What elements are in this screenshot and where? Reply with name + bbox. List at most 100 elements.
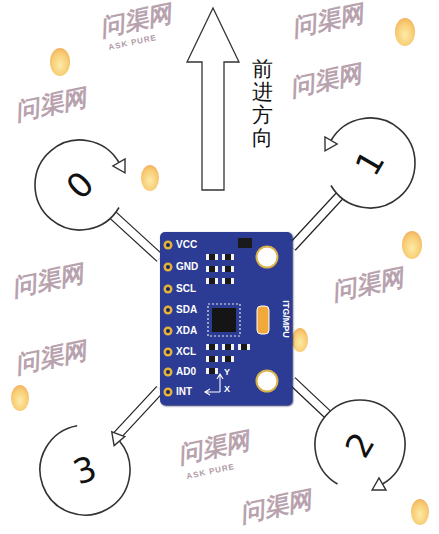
smd-body xyxy=(209,266,215,272)
pin-pad xyxy=(164,306,173,315)
smd-part xyxy=(206,266,218,272)
rotation-arc xyxy=(331,118,415,208)
pin-pad xyxy=(164,327,173,336)
pin-hole xyxy=(166,265,170,269)
smd-part xyxy=(238,344,250,350)
smd-part xyxy=(206,356,218,362)
pin-label: SDA xyxy=(176,304,197,315)
regulator-chip xyxy=(238,238,252,248)
smd-part xyxy=(222,278,234,284)
pin-hole xyxy=(166,329,170,333)
smd-part xyxy=(222,344,234,350)
watermark-logo xyxy=(402,231,422,259)
watermark: 问渠网 xyxy=(290,1,366,42)
pin-pad xyxy=(164,241,173,250)
smd-body xyxy=(225,344,231,350)
pin-label: INT xyxy=(176,386,192,397)
pin-pad xyxy=(164,263,173,272)
direction-label: 前进方向 xyxy=(252,58,273,150)
frame-arm xyxy=(113,215,160,258)
watermark: 问渠网 xyxy=(330,265,406,306)
rotor-circle: 2 xyxy=(307,392,413,498)
frame-arm xyxy=(292,381,327,414)
smd-body xyxy=(225,278,231,284)
watermark: 问渠网 xyxy=(288,61,364,102)
rotation-arrowhead xyxy=(372,478,386,490)
smd-body xyxy=(241,344,247,350)
smd-part xyxy=(222,266,234,272)
watermark-logo xyxy=(411,499,429,525)
rotation-arrowhead xyxy=(112,432,125,446)
smd-part xyxy=(222,254,234,260)
pin-hole xyxy=(166,350,170,354)
capacitor xyxy=(257,306,269,334)
axis-label: X xyxy=(224,385,230,395)
watermark: 问渠网 xyxy=(238,487,314,528)
watermark-logo xyxy=(141,165,159,191)
smd-part xyxy=(222,356,234,362)
pin-pad xyxy=(164,348,173,357)
smd-part xyxy=(206,278,218,284)
watermark: 问渠网 xyxy=(176,428,252,469)
rotation-arc xyxy=(40,426,130,515)
smd-body xyxy=(225,356,231,362)
board-artwork xyxy=(160,232,292,405)
rotor-disc xyxy=(315,400,405,490)
smd-body xyxy=(209,344,215,350)
watermark-logo xyxy=(395,18,415,46)
smd-body xyxy=(225,254,231,260)
frame-arm xyxy=(292,196,339,247)
pin-hole xyxy=(166,287,170,291)
smd-body xyxy=(209,254,215,260)
pin-pad xyxy=(164,368,173,377)
watermark-logo xyxy=(292,328,308,352)
smd-body xyxy=(225,266,231,272)
watermark-logo xyxy=(50,48,70,76)
pin-label: XCL xyxy=(176,346,196,357)
rotor-circle: 1 xyxy=(317,110,423,216)
pin-label: GND xyxy=(176,261,198,272)
pin-pad xyxy=(164,388,173,397)
pin-hole xyxy=(166,308,170,312)
forward-arrow xyxy=(187,8,239,190)
chip-pins xyxy=(208,304,240,336)
rotor-disc xyxy=(40,425,130,515)
mount-hole xyxy=(257,371,278,392)
pin-hole xyxy=(166,390,170,394)
frame-arm xyxy=(116,389,160,437)
rotation-arc xyxy=(35,140,119,230)
frame-arm-fill xyxy=(116,389,160,437)
smd-body xyxy=(209,356,215,362)
rotor-circle: 0 xyxy=(27,132,133,238)
pin-label: VCC xyxy=(176,239,197,250)
rotation-arc xyxy=(315,400,405,484)
pin-label: AD0 xyxy=(176,366,196,377)
pin-hole xyxy=(166,243,170,247)
pin-label: XDA xyxy=(176,325,197,336)
watermark: 问渠网 xyxy=(13,338,89,379)
axis-arrows xyxy=(205,374,223,395)
pin-hole xyxy=(166,370,170,374)
pin-label: SCL xyxy=(176,283,196,294)
smd-part xyxy=(206,368,218,374)
rotation-arrowhead xyxy=(113,159,125,173)
smd-part xyxy=(206,254,218,260)
watermark-logo xyxy=(11,385,29,411)
chip-marking: ITG/MPU xyxy=(280,294,290,344)
sensor-chip xyxy=(212,308,236,332)
sensor-board: VCC GND SCL SDA XDA XCL AD0INT ITG/MPU YX xyxy=(160,232,292,405)
frame-arm-fill xyxy=(292,381,327,414)
smd-body xyxy=(209,368,215,374)
pin-pad xyxy=(164,285,173,294)
frame-arm-fill xyxy=(292,196,339,247)
watermark: 问渠网 xyxy=(98,1,174,42)
watermark: 问渠网 xyxy=(13,85,89,126)
frame-arm-fill xyxy=(113,215,160,258)
axis-label: Y xyxy=(224,368,230,378)
rotor-circle: 3 xyxy=(32,417,138,523)
watermark: 问渠网 xyxy=(10,261,86,302)
mount-hole xyxy=(257,247,278,268)
smd-body xyxy=(209,278,215,284)
rotor-disc xyxy=(35,140,125,230)
